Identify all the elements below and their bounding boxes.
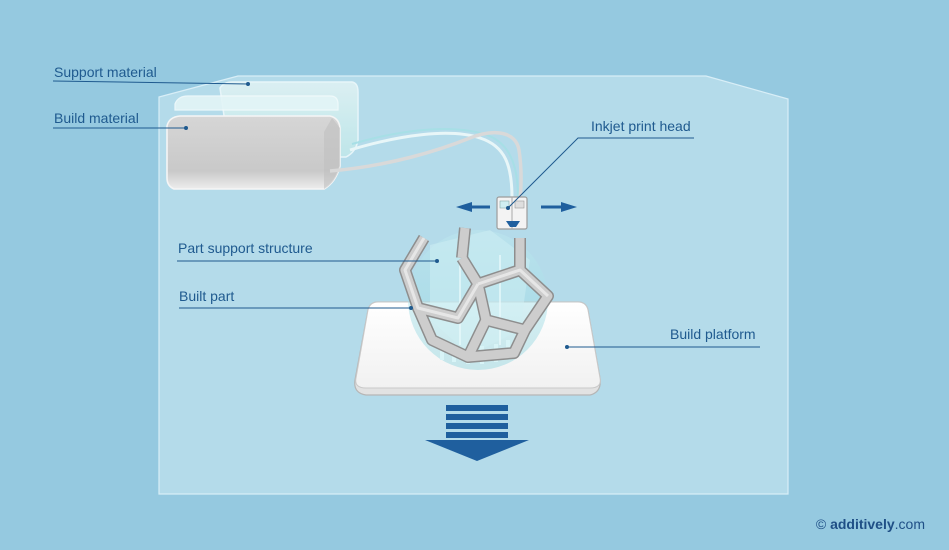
label-part-support-structure: Part support structure — [178, 240, 313, 256]
credit-line: © additively.com — [816, 516, 925, 532]
leader-lines — [52, 80, 760, 348]
credit-tld: .com — [894, 516, 925, 532]
copyright-symbol: © — [815, 516, 827, 532]
label-built-part: Built part — [179, 288, 235, 304]
label-inkjet-print-head: Inkjet print head — [591, 118, 691, 134]
print-head — [496, 196, 528, 230]
move-right-arrow — [541, 202, 577, 212]
move-left-arrow — [456, 202, 490, 212]
feed-tubes — [329, 128, 523, 201]
platform-down-arrow — [425, 405, 529, 461]
label-support-material: Support material — [54, 64, 157, 80]
leader-inkjet-print-head — [507, 137, 694, 209]
built-part — [399, 227, 554, 363]
build-material-cartridge — [166, 115, 341, 190]
label-build-material: Build material — [54, 110, 139, 126]
leader-support-material — [52, 80, 249, 85]
label-build-platform: Build platform — [670, 326, 756, 342]
leader-dots — [184, 82, 569, 349]
credit-brand: additively — [830, 516, 895, 532]
